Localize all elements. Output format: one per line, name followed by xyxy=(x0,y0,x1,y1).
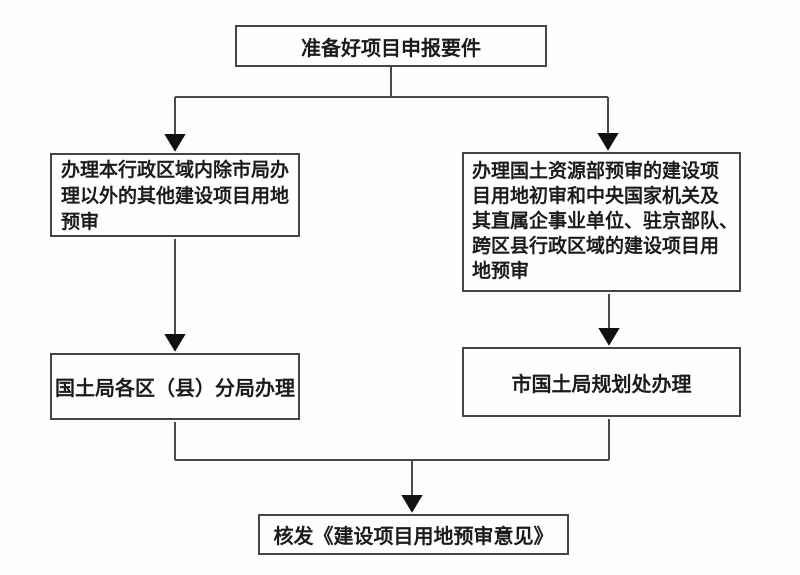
node-issue-preapproval-opinion-label: 核发《建设项目用地预审意见》 xyxy=(273,526,554,548)
node-prepare-documents-label: 准备好项目申报要件 xyxy=(301,37,481,60)
node-city-planning-handling: 市国土局规划处办理 xyxy=(462,347,741,417)
node-prepare-documents: 准备好项目申报要件 xyxy=(235,25,547,67)
node-ministry-preapproval: 办理国土资源部预审的建设项 目用地初审和中央国家机关及 其直属企事业单位、驻京部… xyxy=(462,152,741,292)
node-local-preapproval-line2: 理以外的其他建设项目用地 xyxy=(61,186,289,207)
node-issue-preapproval-opinion: 核发《建设项目用地预审意见》 xyxy=(258,514,569,555)
node-ministry-preapproval-line5: 地预审 xyxy=(472,261,530,282)
node-ministry-preapproval-line3: 其直属企事业单位、驻京部队、 xyxy=(472,211,731,232)
node-city-planning-handling-label: 市国土局规划处办理 xyxy=(511,373,692,396)
node-local-preapproval-line3: 预审 xyxy=(61,212,100,233)
node-ministry-preapproval-line2: 目用地初审和中央国家机关及 xyxy=(472,186,720,207)
node-district-branch-handling-label: 国土局各区（县）分局办理 xyxy=(55,378,295,400)
node-ministry-preapproval-line1: 办理国土资源部预审的建设项 xyxy=(472,161,720,182)
node-district-branch-handling: 国土局各区（县）分局办理 xyxy=(50,353,300,420)
node-local-preapproval-line1: 办理本行政区域内除市局办 xyxy=(61,160,289,181)
node-local-preapproval: 办理本行政区域内除市局办 理以外的其他建设项目用地 预审 xyxy=(50,153,300,237)
node-ministry-preapproval-line4: 跨区县行政区域的建设项目用 xyxy=(472,236,720,257)
